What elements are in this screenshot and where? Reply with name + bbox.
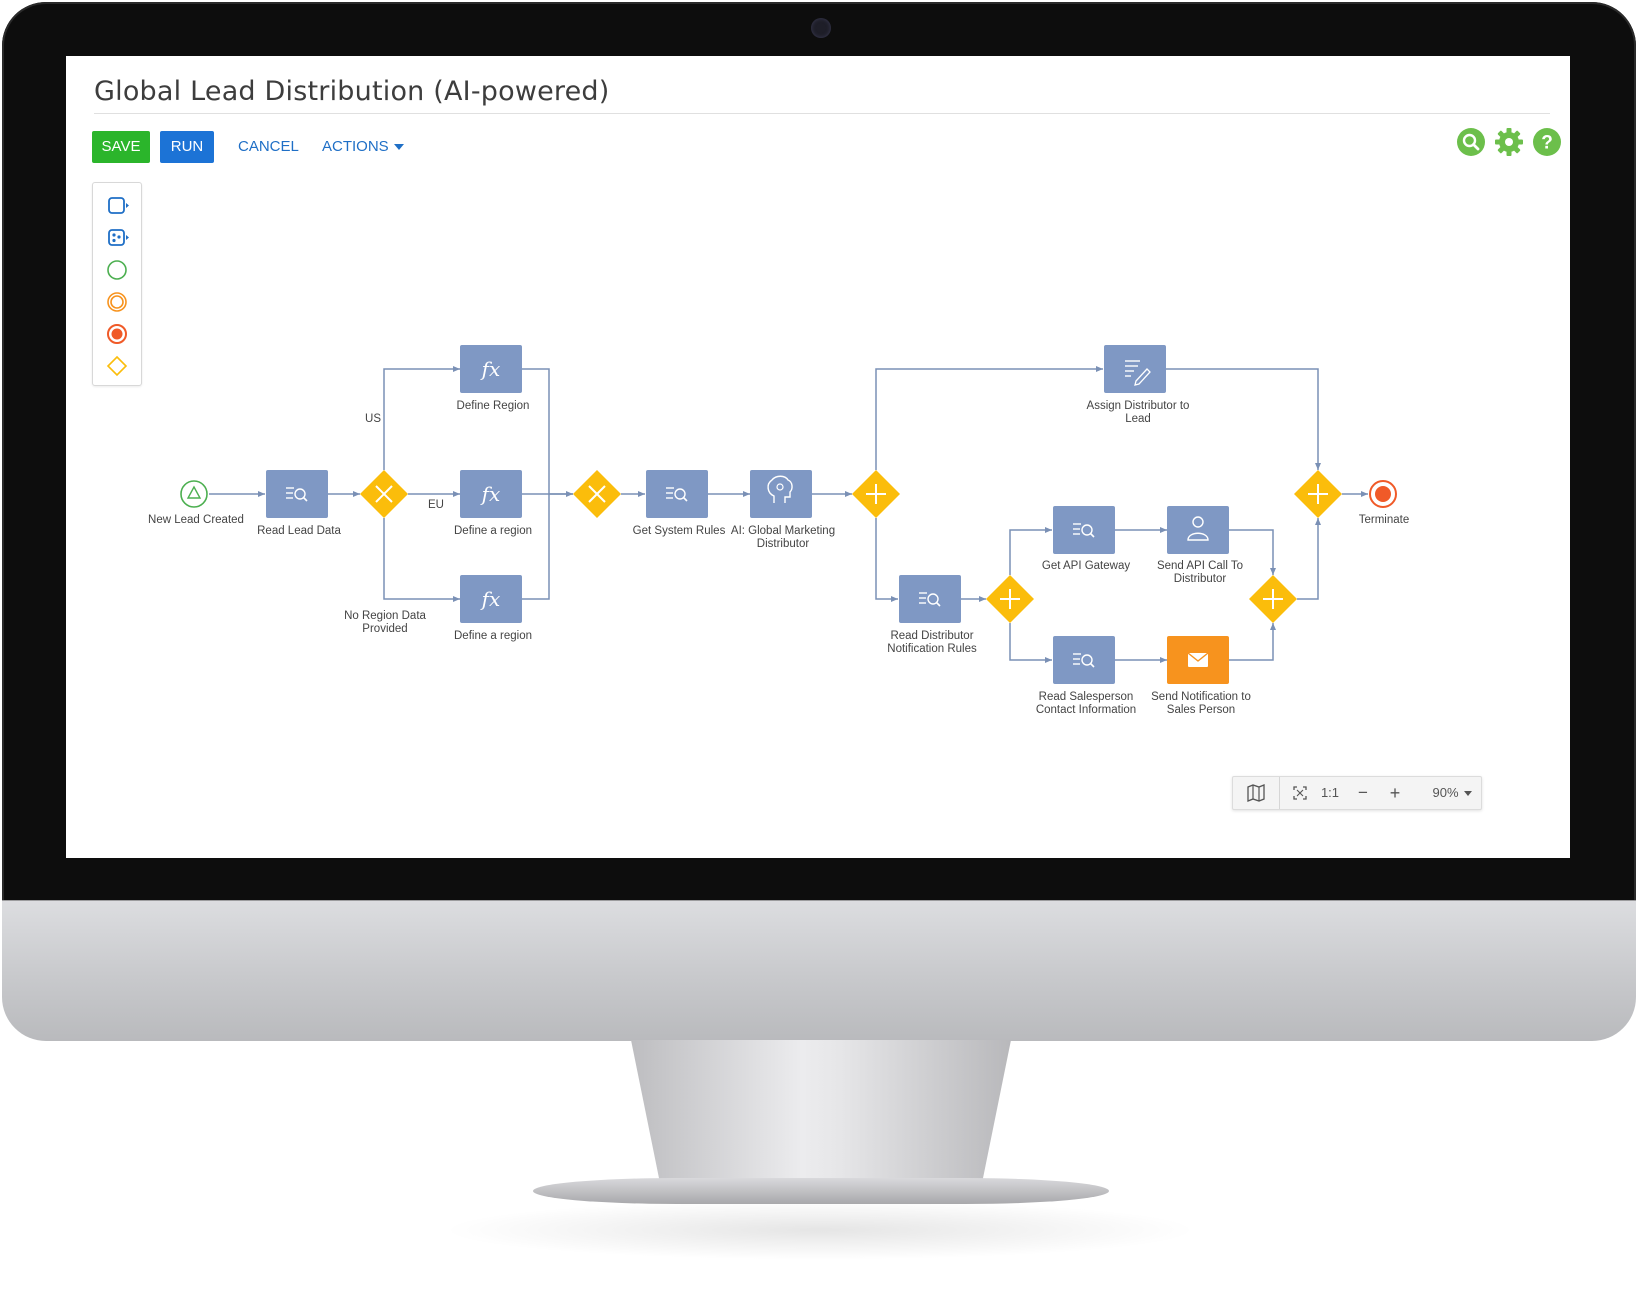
gateway-icon[interactable] (103, 353, 131, 379)
svg-text:?: ? (1541, 133, 1553, 154)
label-define-region-1: Define Region (456, 400, 530, 412)
label-define-region-2: Define a region (454, 525, 532, 537)
zoom-divider (1279, 777, 1280, 809)
actions-label: ACTIONS (322, 138, 389, 155)
end-event-terminate[interactable] (1369, 480, 1397, 508)
camera-icon (811, 18, 831, 38)
task-read-lead-data[interactable] (266, 470, 328, 518)
caret-down-icon (1463, 791, 1472, 797)
task-get-api-gateway[interactable] (1053, 506, 1115, 554)
label-new-lead-created: New Lead Created (148, 514, 244, 526)
shape-palette (92, 182, 142, 386)
gateway-merge-xor[interactable] (573, 470, 621, 518)
save-button[interactable]: SAVE (92, 131, 150, 163)
label-define-region-3: Define a region (454, 630, 532, 642)
zoom-in-button[interactable]: + (1389, 783, 1401, 803)
label-assign-distributor: Assign Distributor to Lead (1086, 400, 1190, 425)
zoom-toolbar: 1:1 − + 90% (1232, 776, 1482, 810)
envelope-icon (1187, 652, 1209, 667)
task-shape-icon[interactable] (103, 193, 131, 219)
fit-screen-icon[interactable] (1289, 777, 1311, 809)
gateway-final-join[interactable] (1294, 470, 1342, 518)
label-terminate: Terminate (1358, 514, 1410, 526)
start-event-icon[interactable] (103, 257, 131, 283)
task-read-salesperson[interactable] (1053, 636, 1115, 684)
gear-icon[interactable] (1494, 127, 1524, 157)
label-send-api-call: Send API Call To Distributor (1156, 560, 1244, 585)
edit-document-icon (1125, 360, 1151, 386)
task-define-region-eu[interactable] (460, 470, 522, 518)
task-get-system-rules[interactable] (646, 470, 708, 518)
gateway-split-parallel[interactable] (852, 470, 900, 518)
help-icon[interactable]: ? (1532, 127, 1562, 157)
connectors (209, 366, 1368, 663)
cancel-button[interactable]: CANCEL (238, 138, 299, 155)
zoom-level-select[interactable]: 90% (1429, 777, 1475, 809)
task-ai-distributor[interactable] (750, 470, 812, 518)
actual-size-button[interactable]: 1:1 (1320, 785, 1340, 800)
monitor-chin (2, 900, 1636, 1041)
user-icon (1187, 516, 1209, 541)
intermediate-event-icon[interactable] (103, 289, 131, 315)
label-ai-distributor: AI: Global Marketing Distributor (730, 525, 836, 550)
caret-down-icon (393, 144, 404, 151)
gateway-notify-join[interactable] (1249, 575, 1297, 623)
label-branch-us: US (365, 413, 381, 425)
brain-icon (767, 475, 793, 503)
task-read-distributor-rules[interactable] (899, 575, 961, 623)
task-send-notification[interactable] (1167, 636, 1229, 684)
gateway-notify-split[interactable] (986, 575, 1034, 623)
label-branch-eu: EU (428, 499, 444, 511)
task-assign-distributor[interactable] (1104, 345, 1166, 393)
map-icon[interactable] (1245, 777, 1267, 809)
task-define-region-us[interactable] (460, 345, 522, 393)
label-get-api-gateway: Get API Gateway (1041, 560, 1131, 572)
run-button[interactable]: RUN (160, 131, 214, 163)
task-send-api-call[interactable] (1167, 506, 1229, 554)
stand-shadow (440, 1200, 1200, 1260)
label-get-system-rules: Get System Rules (632, 525, 726, 537)
page-title: Global Lead Distribution (AI-powered) (94, 76, 610, 107)
app-screen: Global Lead Distribution (AI-powered) SA… (66, 56, 1570, 858)
label-branch-none: No Region Data Provided (344, 610, 426, 635)
actions-menu-button[interactable]: ACTIONS (322, 131, 404, 163)
task-define-region-none[interactable] (460, 575, 522, 623)
zoom-out-button[interactable]: − (1358, 783, 1368, 802)
start-event-new-lead[interactable] (180, 480, 208, 508)
label-send-notification: Send Notification to Sales Person (1151, 691, 1251, 716)
label-read-distributor-rules: Read Distributor Notification Rules (887, 630, 977, 655)
end-event-icon[interactable] (103, 321, 131, 347)
title-divider (94, 113, 1550, 114)
label-read-salesperson: Read Salesperson Contact Information (1035, 691, 1137, 716)
process-diagram: fx (180, 345, 1397, 684)
subprocess-shape-icon[interactable] (103, 225, 131, 251)
monitor-stand-neck (631, 1040, 1011, 1190)
search-icon[interactable] (1456, 127, 1486, 157)
zoom-level-value: 90% (1432, 785, 1459, 800)
gateway-region-xor[interactable] (360, 470, 408, 518)
label-read-lead-data: Read Lead Data (257, 525, 341, 537)
monitor-stand-foot (533, 1178, 1109, 1204)
